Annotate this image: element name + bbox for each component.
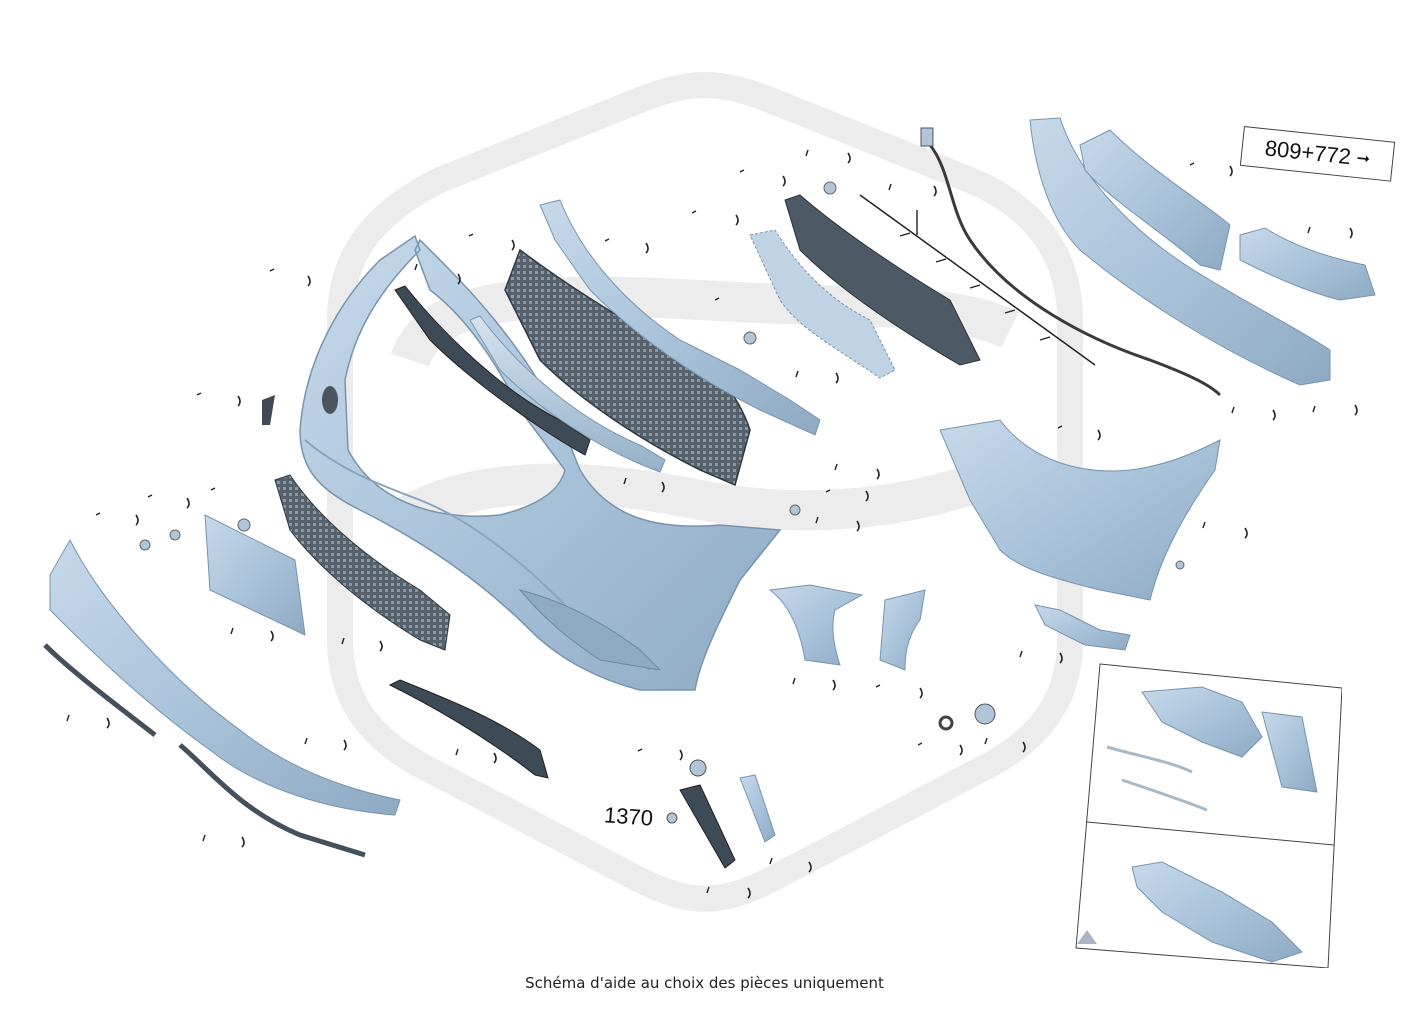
air-duct-right[interactable] (879, 589, 926, 671)
side-bracket[interactable] (1034, 604, 1131, 651)
parking-sensor[interactable] (974, 703, 996, 725)
wiring-cable[interactable] (928, 144, 1222, 397)
radiator-support[interactable] (749, 229, 896, 379)
foam-absorber-main[interactable] (1029, 117, 1331, 386)
bumper-cover[interactable] (299, 234, 782, 691)
lower-trim-bottom[interactable] (178, 743, 366, 858)
lower-grille[interactable] (274, 474, 451, 651)
watermark-logo (327, 72, 1083, 912)
diagram-caption: Schéma d'aide au choix des pièces unique… (525, 974, 884, 992)
screws (139, 181, 1185, 570)
trim-strip[interactable] (394, 285, 591, 456)
inset-bracket (1077, 930, 1097, 944)
nut-clip[interactable] (689, 759, 707, 777)
lower-spoiler[interactable] (49, 538, 401, 816)
foam-absorber-upper[interactable] (1079, 129, 1231, 271)
sensor-rail[interactable] (859, 194, 1096, 366)
license-plate-holder[interactable] (204, 514, 306, 636)
inset-trim-2 (1121, 778, 1208, 812)
rail-ticks (899, 210, 1051, 341)
bracket-small-2[interactable] (739, 774, 776, 843)
corner-strip[interactable] (388, 679, 549, 779)
inset-fog-frame[interactable] (1131, 861, 1303, 963)
grille-bracket[interactable] (539, 199, 821, 436)
detail-inset (1072, 662, 1342, 968)
reference-label: 809+772 (1263, 135, 1353, 170)
clip-1370[interactable] (666, 812, 678, 824)
cable-connector (920, 127, 934, 147)
bracket-small-1[interactable] (679, 784, 736, 869)
foam-absorber-side[interactable] (1239, 227, 1376, 301)
tick-markers (66, 149, 1316, 894)
inset-air-duct-1[interactable] (1141, 686, 1263, 758)
lower-trim-left[interactable] (43, 643, 157, 737)
sensor-ring[interactable] (938, 715, 954, 731)
bumper-carrier[interactable] (939, 419, 1221, 601)
reference-label-1370[interactable]: 1370 (603, 802, 654, 831)
clip-markers (106, 152, 1358, 899)
fog-cover-left-small[interactable] (262, 395, 275, 425)
energy-absorber-dark[interactable] (784, 194, 981, 366)
arrow-right-icon: ➞ (1355, 149, 1371, 169)
inset-trim-1 (1106, 745, 1193, 774)
chrome-strip[interactable] (469, 315, 666, 473)
inset-air-duct-2[interactable] (1261, 711, 1318, 793)
air-duct-left[interactable] (768, 584, 864, 666)
inset-divider (1086, 821, 1335, 846)
